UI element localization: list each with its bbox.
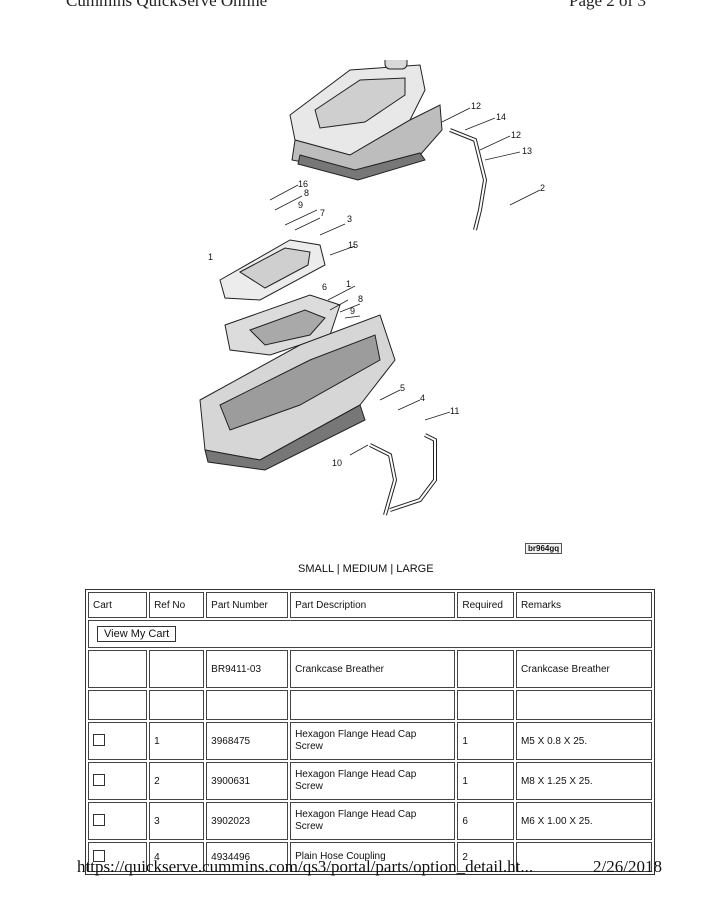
add-to-cart-checkbox[interactable] [93,849,105,862]
callout-labels: 12 14 12 13 2 16 8 9 7 3 1 15 6 1 8 9 5 … [208,101,545,468]
part-number-link[interactable]: 3900631 [206,762,289,800]
separator: | [390,563,394,575]
callout-12: 12 [471,101,481,111]
callout-15: 15 [348,240,358,250]
breather-cover [219,239,341,356]
callout-8b: 8 [358,294,363,304]
lower-head-assembly [199,314,396,471]
ref-no: 4 [149,842,205,872]
col-required: Required [457,592,514,618]
callout-16: 16 [298,179,308,189]
col-remarks: Remarks [515,592,652,618]
exploded-parts-diagram: 12 14 12 13 2 16 8 9 7 3 1 15 6 1 8 9 5 … [199,60,545,516]
parts-table: Cart Ref No Part Number Part Description… [85,589,655,875]
app-title: Cummins QuickServe Online [66,0,268,10]
ref-no: 1 [149,722,205,760]
assembly-remarks: Crankcase Breather [515,650,652,688]
size-small-link[interactable]: SMALL [298,563,334,575]
callout-11: 11 [450,406,459,416]
callout-12b: 12 [511,130,521,140]
callout-1: 1 [208,252,213,262]
ref-no: 3 [149,802,205,840]
col-part-description: Part Description [290,592,456,618]
callout-4: 4 [420,393,425,403]
ref-no: 2 [149,762,205,800]
callout-9b: 9 [350,306,355,316]
callout-13: 13 [522,146,532,156]
required-qty: 1 [457,762,514,800]
assembly-description: Crankcase Breather [290,650,456,688]
blank-row [88,690,652,720]
remarks: M6 X 1.00 X 25. [515,802,652,840]
view-my-cart-button[interactable]: View My Cart [97,626,177,642]
table-row: 4 4934496 Plain Hose Coupling 2 [88,842,652,872]
breather-hoses [369,128,488,516]
assembly-part-number: BR9411-03 [206,650,289,688]
figure-id: br964gq [525,543,563,554]
callout-leaders [269,107,541,456]
add-to-cart-checkbox[interactable] [93,773,105,786]
view-cart-row: View My Cart [88,620,652,648]
table-header-row: Cart Ref No Part Number Part Description… [88,592,652,618]
required-qty: 1 [457,722,514,760]
callout-3: 3 [347,214,352,224]
add-to-cart-checkbox[interactable] [93,813,105,826]
upper-head-assembly [289,60,443,181]
callout-1b: 1 [346,279,351,289]
page-indicator: Page 2 of 3 [569,0,646,10]
callout-7: 7 [320,208,325,218]
print-footer: https://quickserve.cummins.com/qs3/porta… [77,857,662,877]
separator: | [336,563,340,575]
col-part-number: Part Number [206,592,289,618]
callout-6: 6 [322,282,327,292]
page-url: https://quickserve.cummins.com/qs3/porta… [77,857,534,876]
print-date: 2/26/2018 [593,857,662,876]
remarks: M8 X 1.25 X 25. [515,762,652,800]
size-large-link[interactable]: LARGE [396,563,434,575]
callout-14: 14 [496,112,506,122]
size-medium-link[interactable]: MEDIUM [342,563,388,575]
part-description: Plain Hose Coupling [290,842,456,872]
callout-8: 8 [304,188,309,198]
col-ref-no: Ref No [149,592,205,618]
callout-10: 10 [332,458,342,468]
required-qty: 6 [457,802,514,840]
required-qty: 2 [457,842,514,872]
assembly-row: BR9411-03 Crankcase Breather Crankcase B… [88,650,652,688]
add-to-cart-checkbox[interactable] [93,733,105,746]
part-number-link[interactable]: 4934496 [206,842,289,872]
part-number-link[interactable]: 3968475 [206,722,289,760]
callout-2: 2 [540,183,545,193]
remarks [515,842,652,872]
part-number-link[interactable]: 3902023 [206,802,289,840]
remarks: M5 X 0.8 X 25. [515,722,652,760]
callout-9: 9 [298,200,303,210]
callout-5: 5 [400,383,405,393]
col-cart: Cart [88,592,148,618]
image-size-links: SMALL | MEDIUM | LARGE [298,563,434,575]
